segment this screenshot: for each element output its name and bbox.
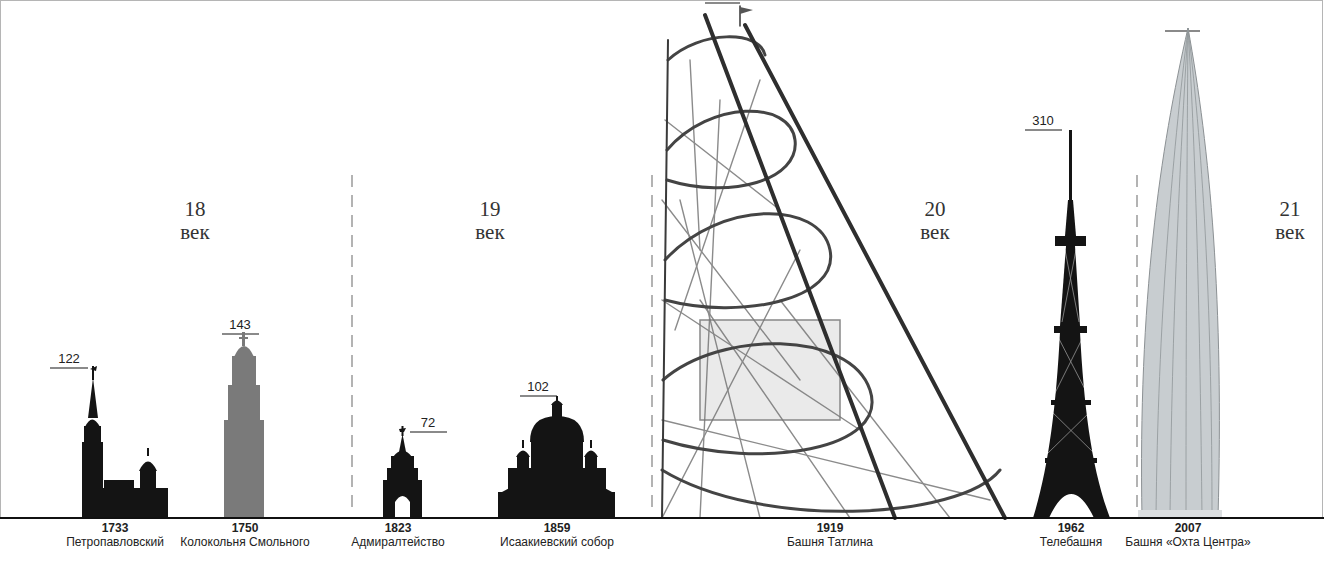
admiralty-silhouette bbox=[383, 426, 422, 518]
building-name: Башня «Охта Центра» bbox=[1125, 536, 1250, 549]
year-label: 1919 bbox=[817, 522, 844, 535]
century-label: 20 век bbox=[915, 198, 955, 244]
year-label: 1750 bbox=[232, 522, 259, 535]
building-name: Адмиралтейство bbox=[351, 536, 444, 549]
tv-tower-silhouette bbox=[1033, 130, 1110, 518]
year-label: 2007 bbox=[1175, 522, 1202, 535]
tv-tower-lattice bbox=[1046, 250, 1096, 455]
cathedral-silhouette bbox=[82, 366, 168, 518]
frame bbox=[1, 1, 1323, 519]
building-name: Башня Татлина bbox=[787, 536, 873, 549]
height-value: 102 bbox=[527, 380, 549, 394]
tatlin-tower-sketch bbox=[662, 6, 1005, 518]
year-label: 1859 bbox=[544, 522, 571, 535]
century-divider bbox=[352, 175, 1137, 515]
century-label: 18 век bbox=[175, 198, 215, 244]
year-label: 1733 bbox=[102, 522, 129, 535]
height-value: 122 bbox=[58, 352, 80, 366]
year-label: 1962 bbox=[1058, 522, 1085, 535]
belfry-silhouette bbox=[224, 332, 264, 518]
building-name: Исаакиевский собор bbox=[500, 536, 614, 549]
height-mark bbox=[50, 3, 1200, 432]
cathedral-silhouette bbox=[498, 396, 615, 518]
century-label: 21 век bbox=[1270, 198, 1310, 244]
height-value: 143 bbox=[229, 318, 251, 332]
okhta-tower-silhouette bbox=[1138, 28, 1222, 518]
year-label: 1823 bbox=[385, 522, 412, 535]
century-label: 19 век bbox=[470, 198, 510, 244]
ground-line bbox=[0, 517, 1324, 519]
building-name: Петропавловский bbox=[66, 536, 164, 549]
building-name: Колокольня Смольного bbox=[180, 536, 309, 549]
height-value: 72 bbox=[421, 416, 435, 430]
height-value: 310 bbox=[1032, 114, 1054, 128]
building-name: Телебашня bbox=[1040, 536, 1103, 549]
